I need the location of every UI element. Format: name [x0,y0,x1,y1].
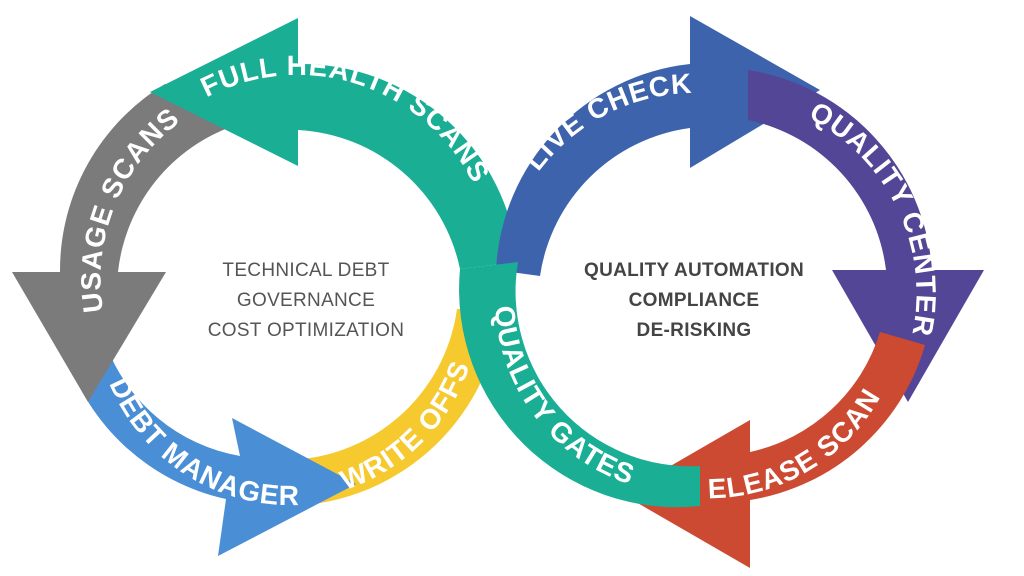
right-center-line-2: COMPLIANCE [628,290,760,311]
left-center-line-2: GOVERNANCE [236,290,376,311]
segment-full-health-scans [150,18,518,269]
left-center-line-1: TECHNICAL DEBT [222,260,390,281]
label-write-offs: WRITE OFFS [336,356,476,496]
right-center-line-3: DE-RISKING [636,320,752,341]
segment-live-check [496,16,820,276]
segment-debt-manager [65,345,356,556]
right-center-line-1: QUALITY AUTOMATION [583,260,805,281]
left-center-text: TECHNICAL DEBT GOVERNANCE COST OPTIMIZAT… [156,256,456,346]
right-center-text: QUALITY AUTOMATION COMPLIANCE DE-RISKING [544,256,844,346]
segment-quality-center [748,70,984,402]
segment-release-scans [622,332,925,568]
left-center-line-3: COST OPTIMIZATION [207,320,405,341]
segment-write-offs [280,309,501,507]
segment-usage-scans [12,84,236,402]
segment-quality-gates [459,262,700,508]
